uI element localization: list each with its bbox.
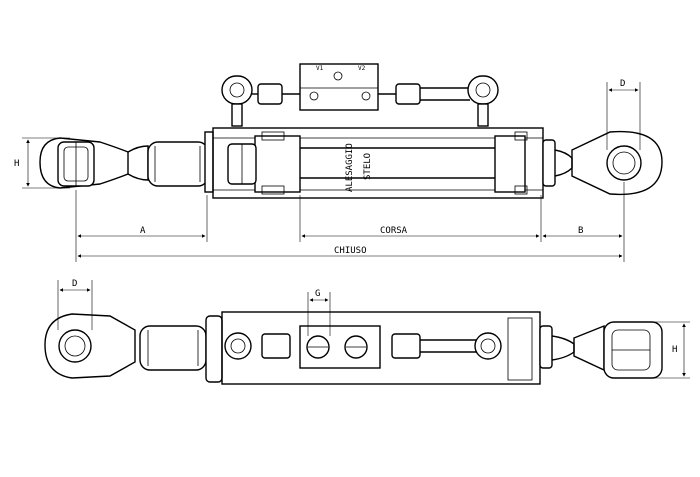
label-d-bottom: D (72, 279, 77, 289)
label-alesaggio: ALESAGGIO (345, 143, 355, 192)
label-b: B (578, 226, 583, 236)
left-collar-bottom (139, 315, 223, 383)
cylinder-body (212, 127, 544, 199)
dim-h-bottom (640, 321, 690, 379)
dim-row (75, 182, 625, 262)
dim-h-top (22, 137, 70, 189)
label-stelo: STELO (363, 153, 373, 180)
cylinder-body-bottom (221, 311, 541, 385)
label-v1: V1 (316, 65, 324, 72)
right-eye (571, 130, 663, 196)
right-joint-bottom (539, 321, 663, 379)
top-valve-assembly (221, 63, 499, 127)
label-d-top: D (620, 79, 625, 89)
left-collar (147, 131, 214, 193)
left-eye-bottom (44, 313, 136, 379)
left-eye-joint (39, 137, 149, 189)
label-h-bottom: H (672, 345, 677, 355)
bottom-view: D G H (44, 279, 690, 385)
label-chiuso: CHIUSΟ (334, 246, 367, 256)
label-g: G (315, 289, 320, 299)
top-view: ALESAGGIO STELO (14, 63, 663, 262)
dim-g (307, 292, 331, 336)
label-v2: V2 (358, 65, 366, 72)
dim-d-top (606, 82, 641, 150)
label-a: A (140, 226, 146, 236)
label-corsa: CORSA (380, 226, 408, 236)
label-h-top: H (14, 159, 19, 169)
right-collar (542, 139, 573, 187)
dim-d-bottom (57, 280, 93, 330)
